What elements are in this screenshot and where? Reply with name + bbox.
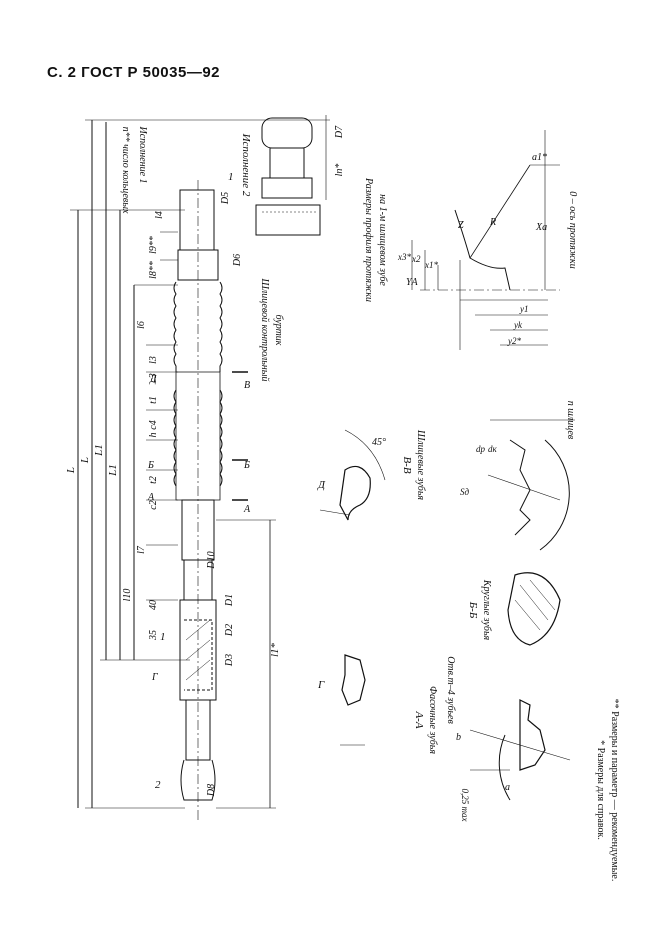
dim-label-l6: l6	[136, 321, 147, 329]
sec-v-dk: dк	[488, 444, 498, 454]
dim-label-D1: D1	[224, 594, 235, 607]
label-ispolnenie-1: Исполнение 1	[137, 125, 148, 183]
sec-v-dp: dр	[476, 444, 486, 454]
mark-1-top: 1	[228, 171, 234, 183]
label-ispolnenie-2: Исполнение 2	[240, 133, 252, 197]
mark-d-detail: Д	[317, 479, 326, 491]
section-v-v-view	[487, 419, 575, 551]
label-profile-1: Размеры профиля протяжки	[363, 177, 374, 302]
dim-label-l3: l3	[148, 356, 159, 364]
label-n-shlicev: n шлицев	[565, 401, 576, 440]
profile-y1: y1	[519, 304, 529, 314]
dim-label-l1-star: l1*	[269, 642, 281, 657]
dim-label-h: h	[148, 433, 159, 438]
dim-label-l9: l9**	[148, 236, 159, 254]
mark-g-left: Г	[151, 672, 158, 683]
label-v-v-sub: Шлицевые зубья	[415, 429, 426, 500]
detail-d-view	[319, 429, 386, 521]
footnote-2: ** Размеры и параметр — рекомендуемые.	[609, 699, 620, 882]
tooth-profile-view	[411, 130, 560, 350]
profile-R: R	[489, 217, 496, 228]
dim-label-l4: l4	[154, 211, 165, 219]
profile-Ya: YА	[406, 277, 419, 288]
profile-Z: Z	[458, 220, 464, 231]
profile-Xa: Xa	[535, 222, 547, 233]
mark-1: 1	[160, 631, 166, 643]
dim-label-t1: t1	[148, 396, 159, 404]
detail-g-view	[340, 654, 366, 746]
dim-label-l10: l10	[122, 589, 133, 602]
label-otv-4-zubev: Отв.т–4 зубьев	[445, 656, 456, 724]
sec-a-bmax: 0,25 max	[460, 789, 470, 822]
dim-label-D6: D6	[232, 254, 243, 267]
broach-main-view	[70, 119, 330, 820]
dim-label-L1: L1	[93, 444, 105, 457]
profile-yk: yk	[513, 320, 523, 330]
sec-a-a: a	[505, 782, 510, 793]
profile-x3: x3*	[397, 252, 411, 262]
label-burtik: буртик	[273, 315, 284, 346]
label-a-a-sub: Фасочные зубья	[427, 686, 438, 754]
label-shlicevoy-kontrolny: Шлицевой контрольный	[259, 277, 270, 381]
dim-label-D10: D10	[206, 551, 217, 569]
dim-label-35: 35	[148, 630, 159, 641]
dim-label-L-outer: L	[65, 467, 77, 474]
sec-v-Sd: Sд	[460, 487, 470, 497]
profile-x1: x1*	[424, 260, 438, 270]
profile-x2: x2	[411, 254, 421, 264]
mark-b-left: Б	[147, 460, 154, 471]
mark-a-right: A	[243, 504, 251, 515]
dim-label-l7: l7	[136, 545, 147, 554]
dim-label-D3: D3	[224, 654, 235, 667]
dim-label-c3: c3	[148, 373, 159, 382]
label-b-b-sub: Круглые зубья	[481, 579, 492, 641]
label-a-a-title: А-А	[413, 710, 425, 728]
dim-label-D7: D7	[334, 125, 345, 139]
dim-label-D8: D8	[206, 784, 217, 797]
profile-a1: a1*	[532, 152, 547, 163]
label-profile-2: на 1-м шлицевом зубе	[377, 194, 388, 286]
mark-45deg: 45°	[372, 437, 386, 448]
mark-2: 2	[155, 779, 161, 791]
mark-g-detail: Г	[317, 679, 325, 691]
section-b-b-view	[507, 572, 561, 646]
profile-y2: y2*	[507, 336, 521, 346]
label-b-b-title: Б-Б	[467, 601, 479, 619]
mark-d-left: Д	[149, 374, 157, 385]
page-header: С. 2 ГОСТ Р 50035—92	[47, 64, 221, 81]
dim-label-L1-alt: L1	[107, 464, 119, 477]
dim-label-40: 40	[148, 600, 159, 610]
dim-label-t2: t2	[148, 476, 159, 484]
label-os-protyazhki: 0 – ось протяжки	[567, 191, 578, 268]
mark-b-right: Б	[243, 460, 250, 471]
mark-a-left: A	[147, 492, 155, 503]
dim-label-L: L	[79, 457, 91, 464]
dim-label-l8: l8**	[148, 261, 159, 279]
section-a-a-view	[469, 699, 571, 801]
label-n-chislo: n** число кольцевых	[120, 127, 131, 214]
dim-label-D2: D2	[224, 624, 235, 637]
label-v-v-title: В-В	[401, 456, 413, 473]
footnote-1: * Размеры для справок.	[595, 740, 606, 840]
dim-label-D5: D5	[220, 192, 231, 205]
broach-variant-2-view	[255, 115, 327, 236]
dim-label-lp: lп*	[334, 164, 345, 177]
mark-v-right: В	[244, 380, 250, 391]
dim-label-l4-b: c4	[148, 420, 159, 429]
dim-label-c2: c2	[148, 500, 159, 509]
sec-a-b: b	[456, 732, 461, 743]
